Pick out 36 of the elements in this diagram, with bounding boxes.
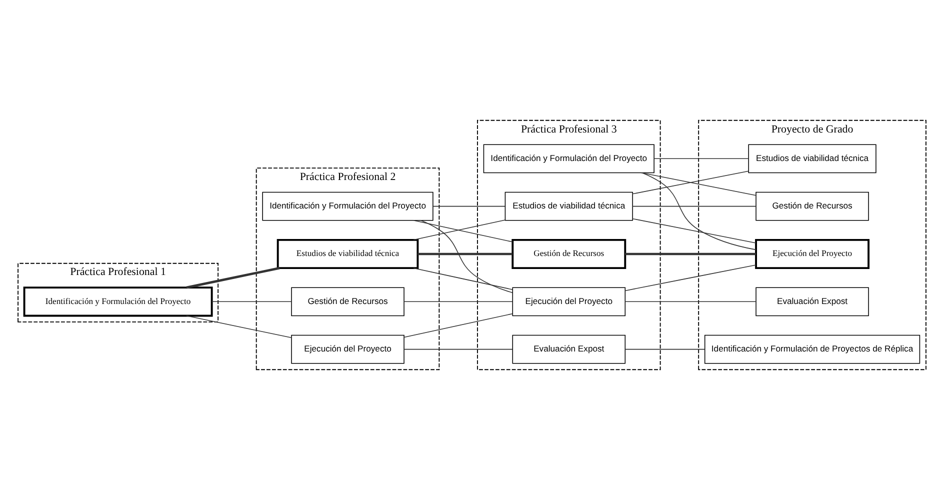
connector [632,205,756,206]
node-box: Gestión de Recursos [756,191,869,220]
connector [625,252,756,255]
connector [413,219,506,240]
node-box: Identificación y Formulación del Proyecto [262,191,434,220]
connector [632,218,756,243]
node-box: Gestión de Recursos [512,238,626,269]
node-box: Estudios de viabilidad técnica [748,144,876,173]
connector [404,348,513,350]
node-box: Identificación y Formulación del Proyecto [23,286,213,316]
connector [654,158,749,159]
node-box: Estudios de viabilidad técnica [276,238,419,269]
node-box: Ejecución del Proyecto [512,286,626,316]
node-box: Identificación y Formulación de Proyectos de Réplica [704,334,920,364]
node-box: Evaluación Expost [512,334,626,364]
connector [632,170,749,194]
connector [413,267,513,290]
connector [432,205,506,206]
node-box: Evaluación Expost [756,286,869,316]
node-box: Estudios de viabilidad técnica [504,191,633,220]
connector [413,220,513,242]
connector [404,312,513,338]
node-box: Identificación y Formulación del Proyecto [483,144,654,173]
connector [212,300,292,302]
connector [420,220,513,293]
connector [642,172,756,250]
connector [624,264,756,291]
connector [624,348,705,350]
connector [640,172,756,196]
node-box: Ejecución del Proyecto [755,238,870,269]
node-box: Gestión de Recursos [291,286,404,316]
node-box: Ejecución del Proyecto [291,334,404,364]
connector [624,300,756,302]
connector [418,252,512,255]
connector [404,300,513,302]
connector [186,266,280,288]
